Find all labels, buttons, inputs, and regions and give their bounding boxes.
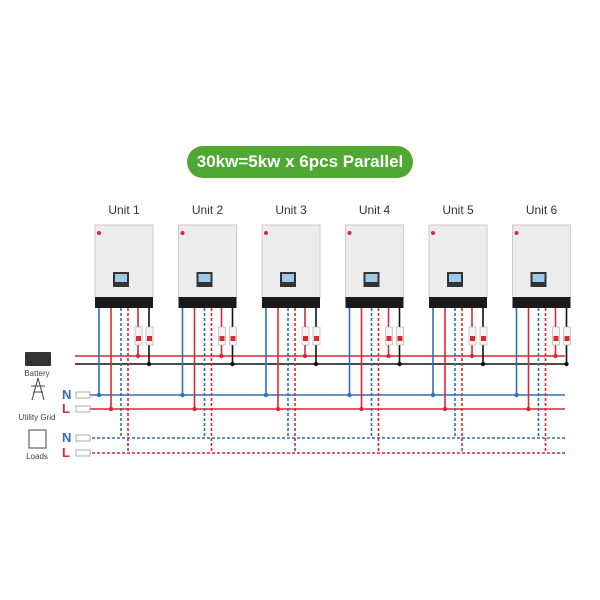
- inverter-body: [428, 224, 488, 299]
- junction-dot: [564, 361, 569, 367]
- junction-dot: [275, 406, 281, 412]
- junction-dot: [146, 361, 152, 367]
- grid-l-label: L: [62, 401, 70, 416]
- junction-dot: [514, 392, 519, 398]
- brand-logo: [431, 231, 435, 235]
- junction-dot: [313, 361, 319, 367]
- unit-label: Unit 6: [525, 203, 558, 217]
- brand-logo: [514, 231, 519, 235]
- utility-grid-label: Utility Grid: [18, 413, 56, 422]
- lcd-screen: [449, 274, 461, 282]
- inverter-base: [262, 297, 320, 308]
- breaker-switch: [553, 336, 559, 341]
- inverter-body: [178, 224, 237, 299]
- junction-dot: [480, 361, 486, 367]
- junction-dot: [347, 392, 352, 398]
- breaker-switch: [219, 336, 225, 341]
- junction-dot: [108, 406, 114, 412]
- breaker-switch: [386, 336, 392, 341]
- inverter-base: [345, 297, 404, 308]
- breaker-switch: [303, 336, 308, 341]
- junction-dot: [135, 353, 141, 359]
- terminal-connector: [75, 391, 91, 399]
- junction-dot: [219, 353, 224, 359]
- breaker-switch: [314, 336, 319, 341]
- loads-icon: [28, 429, 47, 449]
- junction-dot: [192, 406, 197, 412]
- junction-dot: [442, 406, 448, 412]
- breaker-switch: [136, 336, 141, 341]
- junction-dot: [180, 392, 185, 398]
- loads-l-label: L: [62, 445, 70, 460]
- junction-dot: [263, 392, 269, 398]
- junction-dot: [430, 392, 436, 398]
- unit-label: Unit 4: [358, 203, 391, 217]
- battery-label: Battery: [24, 369, 50, 378]
- lcd-screen: [115, 274, 127, 282]
- lcd-screen: [365, 274, 378, 282]
- junction-dot: [359, 406, 364, 412]
- brand-logo: [97, 231, 101, 235]
- diagram-title: 30kw=5kw x 6pcs Parallel: [187, 146, 413, 178]
- loads-label: Loads: [26, 452, 48, 461]
- unit-label: Unit 3: [275, 203, 307, 217]
- brand-logo: [347, 231, 352, 235]
- breaker-switch: [481, 336, 486, 341]
- breaker-switch: [564, 336, 570, 341]
- unit-label: Unit 5: [442, 203, 474, 217]
- junction-dot: [397, 361, 402, 367]
- lcd-screen: [198, 274, 211, 282]
- junction-dot: [526, 406, 531, 412]
- inverter-base: [429, 297, 487, 308]
- lcd-screen: [532, 274, 545, 282]
- brand-logo: [264, 231, 268, 235]
- junction-dot: [230, 361, 235, 367]
- terminal-connector: [75, 434, 91, 442]
- unit-label: Unit 1: [108, 203, 140, 217]
- junction-dot: [302, 353, 308, 359]
- breaker-switch: [470, 336, 475, 341]
- lcd-screen: [282, 274, 294, 282]
- loads-n-label: N: [62, 430, 72, 445]
- inverter-base: [512, 297, 571, 308]
- terminal-connector: [75, 405, 91, 413]
- junction-dot: [96, 392, 102, 398]
- inverter-base: [95, 297, 153, 308]
- breaker-switch: [147, 336, 152, 341]
- inverter-body: [94, 224, 154, 299]
- utility-tower-icon: [31, 377, 45, 401]
- junction-dot: [469, 353, 475, 359]
- breaker-switch: [230, 336, 236, 341]
- breaker-switch: [397, 336, 403, 341]
- terminal-connector: [75, 449, 91, 457]
- junction-dot: [386, 353, 391, 359]
- inverter-body: [261, 224, 321, 299]
- inverter-body: [512, 224, 571, 299]
- inverter-body: [345, 224, 404, 299]
- junction-dot: [553, 353, 558, 359]
- grid-n-label: N: [62, 387, 72, 402]
- battery-icon: [25, 352, 51, 366]
- unit-label: Unit 2: [191, 203, 224, 217]
- brand-logo: [180, 231, 185, 235]
- inverter-base: [178, 297, 237, 308]
